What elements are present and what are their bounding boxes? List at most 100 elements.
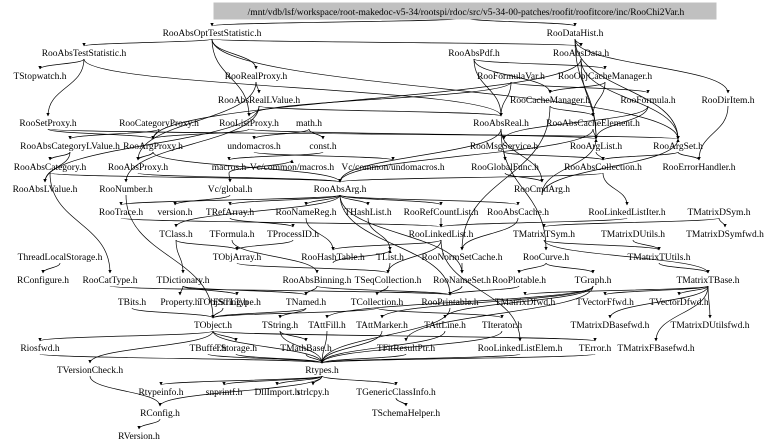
graph-node[interactable]: TList.h [376,253,404,263]
graph-node[interactable]: RooNormSetCache.h [421,253,502,263]
graph-node[interactable]: TFormula.h [209,230,254,240]
graph-node[interactable]: Property.h [160,298,199,308]
graph-node[interactable]: RooPrintable.h [421,298,479,308]
graph-node[interactable]: RooErrorHandler.h [662,163,735,173]
graph-node[interactable]: RooAbsData.h [553,49,609,59]
graph-node[interactable]: RooAbsReal.h [473,119,529,129]
graph-node[interactable]: TCollection.h [351,298,404,308]
graph-node[interactable]: RooArgSet.h [653,142,703,152]
graph-node[interactable]: version.h [157,208,192,218]
graph-node[interactable]: RooCmdArg.h [514,185,570,195]
graph-node[interactable]: TObjString.h [198,298,248,308]
graph-node[interactable]: snprintf.h [206,387,243,398]
graph-node[interactable]: RooAbsBinning.h [283,276,352,286]
graph-node[interactable]: RooNameReg.h [276,208,337,218]
graph-node[interactable]: TBits.h [118,298,146,308]
graph-node[interactable]: TGraph.h [575,276,612,286]
graph-node[interactable]: RooAbsOptTestStatistic.h [163,29,262,39]
graph-node[interactable]: RooArgProxy.h [123,142,183,152]
graph-node[interactable]: RooRealProxy.h [225,72,288,82]
graph-node[interactable]: Vc/global.h [208,185,253,195]
graph-node[interactable]: TMatrixFBasefwd.h [617,343,695,354]
graph-node[interactable]: TClass.h [159,230,193,240]
graph-node[interactable]: RooAbsCollection.h [564,163,642,173]
graph-node[interactable]: RooCategoryProxy.h [119,119,199,129]
graph-node[interactable]: TMathBase.h [280,344,332,354]
graph-node[interactable]: Riosfwd.h [20,343,60,354]
graph-node[interactable]: TProcessID.h [267,230,319,240]
graph-node[interactable]: RVersion.h [118,432,160,442]
graph-node[interactable]: TMatrixDfwd.h [495,297,556,308]
graph-node[interactable]: TRefArray.h [206,207,254,218]
graph-node[interactable]: strlcpy.h [297,388,330,398]
graph-node[interactable]: TMatrixDUtils.h [601,230,665,240]
graph-node[interactable]: TAttMarker.h [356,321,408,331]
graph-node[interactable]: RooObjCacheManager.h [558,72,652,82]
graph-node[interactable]: RooLinkedList.h [409,230,474,240]
graph-node[interactable]: RooCacheManager.h [510,96,590,106]
graph-node[interactable]: RooGlobalFunc.h [471,163,539,173]
graph-node[interactable]: TMatrixTBase.h [676,276,739,286]
graph-node[interactable]: macros.h [212,163,247,173]
graph-node[interactable]: TObject.h [194,321,232,331]
graph-node[interactable]: RooAbsPdf.h [448,48,500,59]
graph-node[interactable]: TVersionCheck.h [57,366,123,376]
graph-node[interactable]: TNamed.h [286,298,327,308]
graph-node[interactable]: RooAbsProxy.h [108,163,169,173]
graph-node[interactable]: RooCurve.h [523,253,569,263]
graph-node[interactable]: TMatrixTUtils.h [627,253,690,263]
graph-node[interactable]: DllImport.h [254,388,299,398]
graph-node[interactable]: TIterator.h [482,321,523,331]
graph-node[interactable]: RooNumber.h [99,185,153,195]
graph-node[interactable]: TMatrixDUtilsfwd.h [671,320,750,331]
graph-node[interactable]: math.h [296,119,322,129]
graph-node[interactable]: TStorage.h [215,344,257,354]
graph-node[interactable]: TError.h [579,344,612,354]
graph-node[interactable]: TVectorFfwd.h [576,297,634,308]
graph-node[interactable]: RooLinkedListIter.h [588,208,666,218]
graph-node[interactable]: RooAbsCache.h [487,208,549,218]
graph-node[interactable]: RooListProxy.h [219,119,279,129]
graph-node[interactable]: TMatrixTSym.h [513,230,575,240]
graph-node[interactable]: RooAbsTestStatistic.h [42,49,127,59]
graph-node[interactable]: RooPlotable.h [492,276,546,286]
root-node-label[interactable]: /mnt/vdb/lsf/workspace/root-makedoc-v5-3… [248,7,685,18]
graph-node[interactable]: TAttFill.h [308,321,346,331]
graph-node[interactable]: TMatrixDSym.h [687,208,750,218]
graph-node[interactable]: Vc/common/macros.h [250,163,334,173]
graph-node[interactable]: RooAbsLValue.h [13,185,78,195]
graph-node[interactable]: Rtypes.h [305,366,339,376]
graph-node[interactable]: RooSetProxy.h [19,119,76,129]
graph-node[interactable]: RooHashTable.h [301,253,365,263]
graph-node[interactable]: Vc/common/undomacros.h [341,163,444,173]
graph-node[interactable]: RooAbsCacheElement.h [546,119,640,129]
graph-node[interactable]: RooAbsArg.h [314,185,367,195]
graph-node[interactable]: TStopwatch.h [13,72,66,82]
graph-node[interactable]: const.h [309,142,336,152]
graph-node[interactable]: RooAbsCategory.h [14,163,87,173]
graph-node[interactable]: RooTrace.h [99,208,143,218]
graph-node[interactable]: RooNameSet.h [433,276,491,286]
graph-node[interactable]: TGenericClassInfo.h [356,387,436,398]
graph-node[interactable]: TDictionary.h [157,276,210,286]
graph-node[interactable]: TSchemaHelper.h [372,409,441,419]
graph-node[interactable]: RooDirItem.h [701,96,754,106]
graph-node[interactable]: ESTLType.h [213,298,261,308]
graph-node[interactable]: RooRefCountList.h [404,207,479,218]
graph-node[interactable]: TObjArray.h [213,253,262,263]
graph-node[interactable]: RooFormula.h [620,96,675,106]
graph-node[interactable]: TAttLine.h [424,321,466,331]
graph-node[interactable]: RooDataHist.h [547,29,604,39]
graph-node[interactable]: RooAbsCategoryLValue.h [20,142,120,152]
graph-node[interactable]: TVectorDfwd.h [649,297,709,308]
graph-node[interactable]: TMatrixDSymfwd.h [686,229,764,240]
graph-node[interactable]: THashList.h [344,208,391,218]
graph-node[interactable]: TBuffer.h [189,343,226,354]
graph-node[interactable]: ThreadLocalStorage.h [18,253,103,263]
graph-node[interactable]: TString.h [262,321,298,331]
graph-node[interactable]: RooCatType.h [82,276,137,286]
graph-node[interactable]: RooArgList.h [570,142,623,152]
graph-node[interactable]: Rtypeinfo.h [138,387,183,398]
graph-node[interactable]: TMatrixDBasefwd.h [571,320,650,331]
graph-node[interactable]: RooAbsRealLValue.h [218,96,300,106]
